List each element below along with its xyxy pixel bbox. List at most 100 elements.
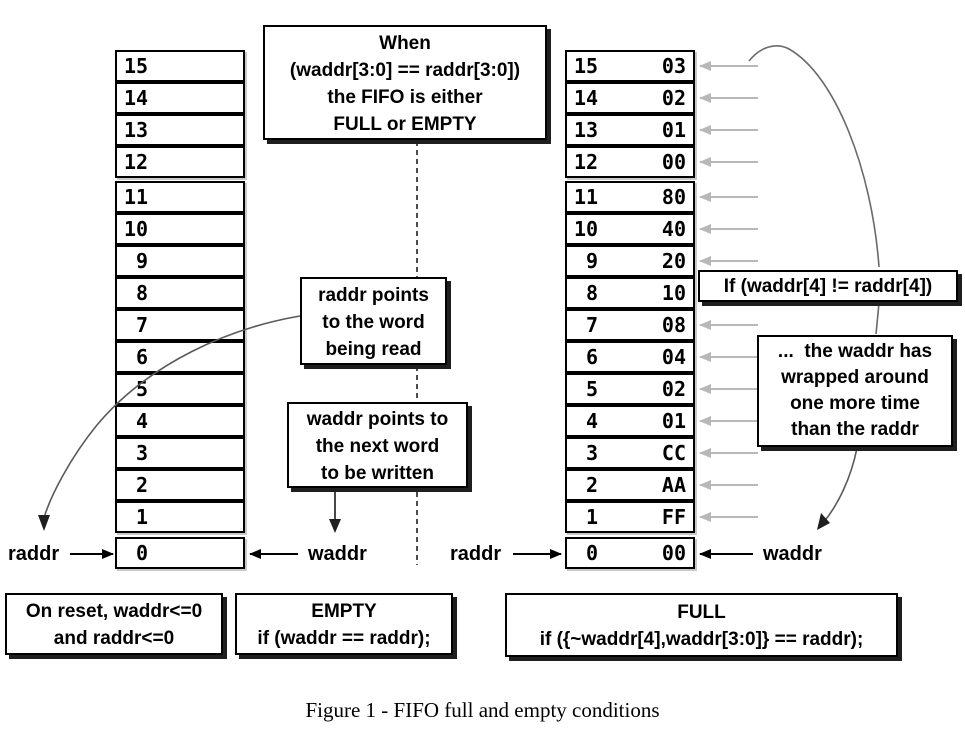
slot-index: 1 [574, 505, 599, 529]
fifo-slot: 11 [117, 183, 243, 215]
fifo-slot: 12 [117, 148, 243, 176]
callout-line: the next word [315, 436, 440, 457]
fifo-slot: 5 [117, 375, 243, 407]
slot-index: 13 [124, 118, 149, 142]
slot-index: 3 [574, 441, 599, 465]
figure-caption: Figure 1 - FIFO full and empty condition… [305, 698, 660, 722]
fifo-slot: 9 [117, 247, 243, 279]
fifo-slot: 2 [117, 471, 243, 503]
box-line: if ({~waddr[4],waddr[3:0]} == raddr); [539, 629, 864, 650]
callout-line: wrapped around [781, 367, 929, 388]
slot-index: 15 [124, 54, 149, 78]
wrap-curve-arrowhead-icon [817, 513, 830, 530]
full-box: FULL if ({~waddr[4],waddr[3:0]} == raddr… [505, 593, 898, 657]
waddr-callout: waddr points to the next word to be writ… [287, 402, 468, 488]
waddr-label-right: waddr [763, 543, 822, 565]
box-line: if (waddr == raddr); [257, 628, 431, 649]
gray-arrow-icon [699, 93, 758, 103]
fifo-slot: 9 20 [567, 247, 693, 279]
slot-value: 01 [661, 409, 686, 433]
slot-index: 11 [574, 185, 599, 209]
waddr-line-arrowhead-icon [329, 519, 341, 533]
slot-index: 14 [124, 86, 149, 110]
slot-index: 2 [124, 473, 149, 497]
box-line: FULL [677, 602, 726, 623]
fifo-slot: 1 [117, 503, 243, 531]
wrap-curve-connector [875, 302, 880, 335]
gray-arrow-icon [699, 448, 758, 458]
slot-index: 4 [124, 409, 149, 433]
slot-index: 5 [124, 377, 149, 401]
slot-index: 6 [124, 345, 149, 369]
fifo-slot: 13 [117, 116, 243, 148]
fifo-slot: 0 [117, 539, 243, 567]
slot-value: 80 [661, 185, 686, 209]
slot-index: 7 [574, 313, 599, 337]
callout-line: ... the waddr has [777, 341, 933, 362]
fifo-block: 11 10 9 8 7 6 5 4 3 2 1 [115, 181, 245, 533]
raddr-arrow-left-icon [70, 549, 114, 559]
fifo-slot: 10 [117, 215, 243, 247]
slot-index: 9 [124, 249, 149, 273]
callout-line: one more time [790, 393, 920, 414]
gray-arrow-icon [699, 192, 758, 202]
slot-index: 8 [574, 281, 599, 305]
gray-arrow-icon [699, 320, 758, 330]
box-line: On reset, waddr<=0 [25, 601, 203, 622]
callout-line: to the word [322, 312, 425, 333]
raddr-callout: raddr points to the word being read [300, 277, 447, 365]
slot-index: 11 [124, 185, 149, 209]
slot-index: 9 [574, 249, 599, 273]
gray-arrow-icon [699, 157, 758, 167]
empty-box: EMPTY if (waddr == raddr); [235, 593, 453, 655]
slot-value: 00 [661, 541, 686, 565]
if-condition-callout: If (waddr[4] != raddr[4]) [698, 270, 958, 302]
callout-line: If (waddr[4] != raddr[4]) [723, 276, 933, 297]
slot-index: 2 [574, 473, 599, 497]
fifo-slot: 8 [117, 279, 243, 311]
callout-line: the FIFO is either [327, 87, 483, 108]
slot-value: AA [661, 473, 686, 497]
waddr-arrow-left-icon [249, 549, 298, 559]
callout-line: (waddr[3:0] == raddr[3:0]) [289, 60, 521, 81]
callout-line: to be written [321, 463, 434, 484]
left-fifo-column: 15 14 13 12 11 10 9 8 7 6 5 4 3 2 1 0 [115, 50, 245, 569]
slot-value: 20 [661, 249, 686, 273]
gray-arrow-icon [699, 512, 758, 522]
callout-line: waddr points to [306, 409, 449, 430]
slot-index: 3 [124, 441, 149, 465]
fifo-slot: 1 FF [567, 503, 693, 531]
fifo-slot: 4 [117, 407, 243, 439]
raddr-arrow-right-icon [513, 549, 562, 559]
slot-index: 10 [574, 217, 599, 241]
raddr-curve-arrowhead-icon [38, 515, 50, 531]
waddr-arrow-right-icon [699, 549, 753, 559]
gray-arrow-icon [699, 352, 758, 362]
slot-index: 7 [124, 313, 149, 337]
fifo-slot: 7 [117, 311, 243, 343]
gray-arrow-icon [699, 480, 758, 490]
slot-value: 40 [661, 217, 686, 241]
slot-index: 5 [574, 377, 599, 401]
fifo-slot: 6 [117, 343, 243, 375]
reset-box: On reset, waddr<=0 and raddr<=0 [5, 593, 223, 655]
slot-index: 15 [574, 54, 599, 78]
raddr-label-left: raddr [8, 543, 60, 565]
slot-index: 6 [574, 345, 599, 369]
fifo-slot: 14 [117, 84, 243, 116]
raddr-label-right: raddr [450, 543, 502, 565]
fifo-slot: 3 [117, 439, 243, 471]
slot-value: FF [661, 505, 686, 529]
slot-index: 1 [124, 505, 149, 529]
